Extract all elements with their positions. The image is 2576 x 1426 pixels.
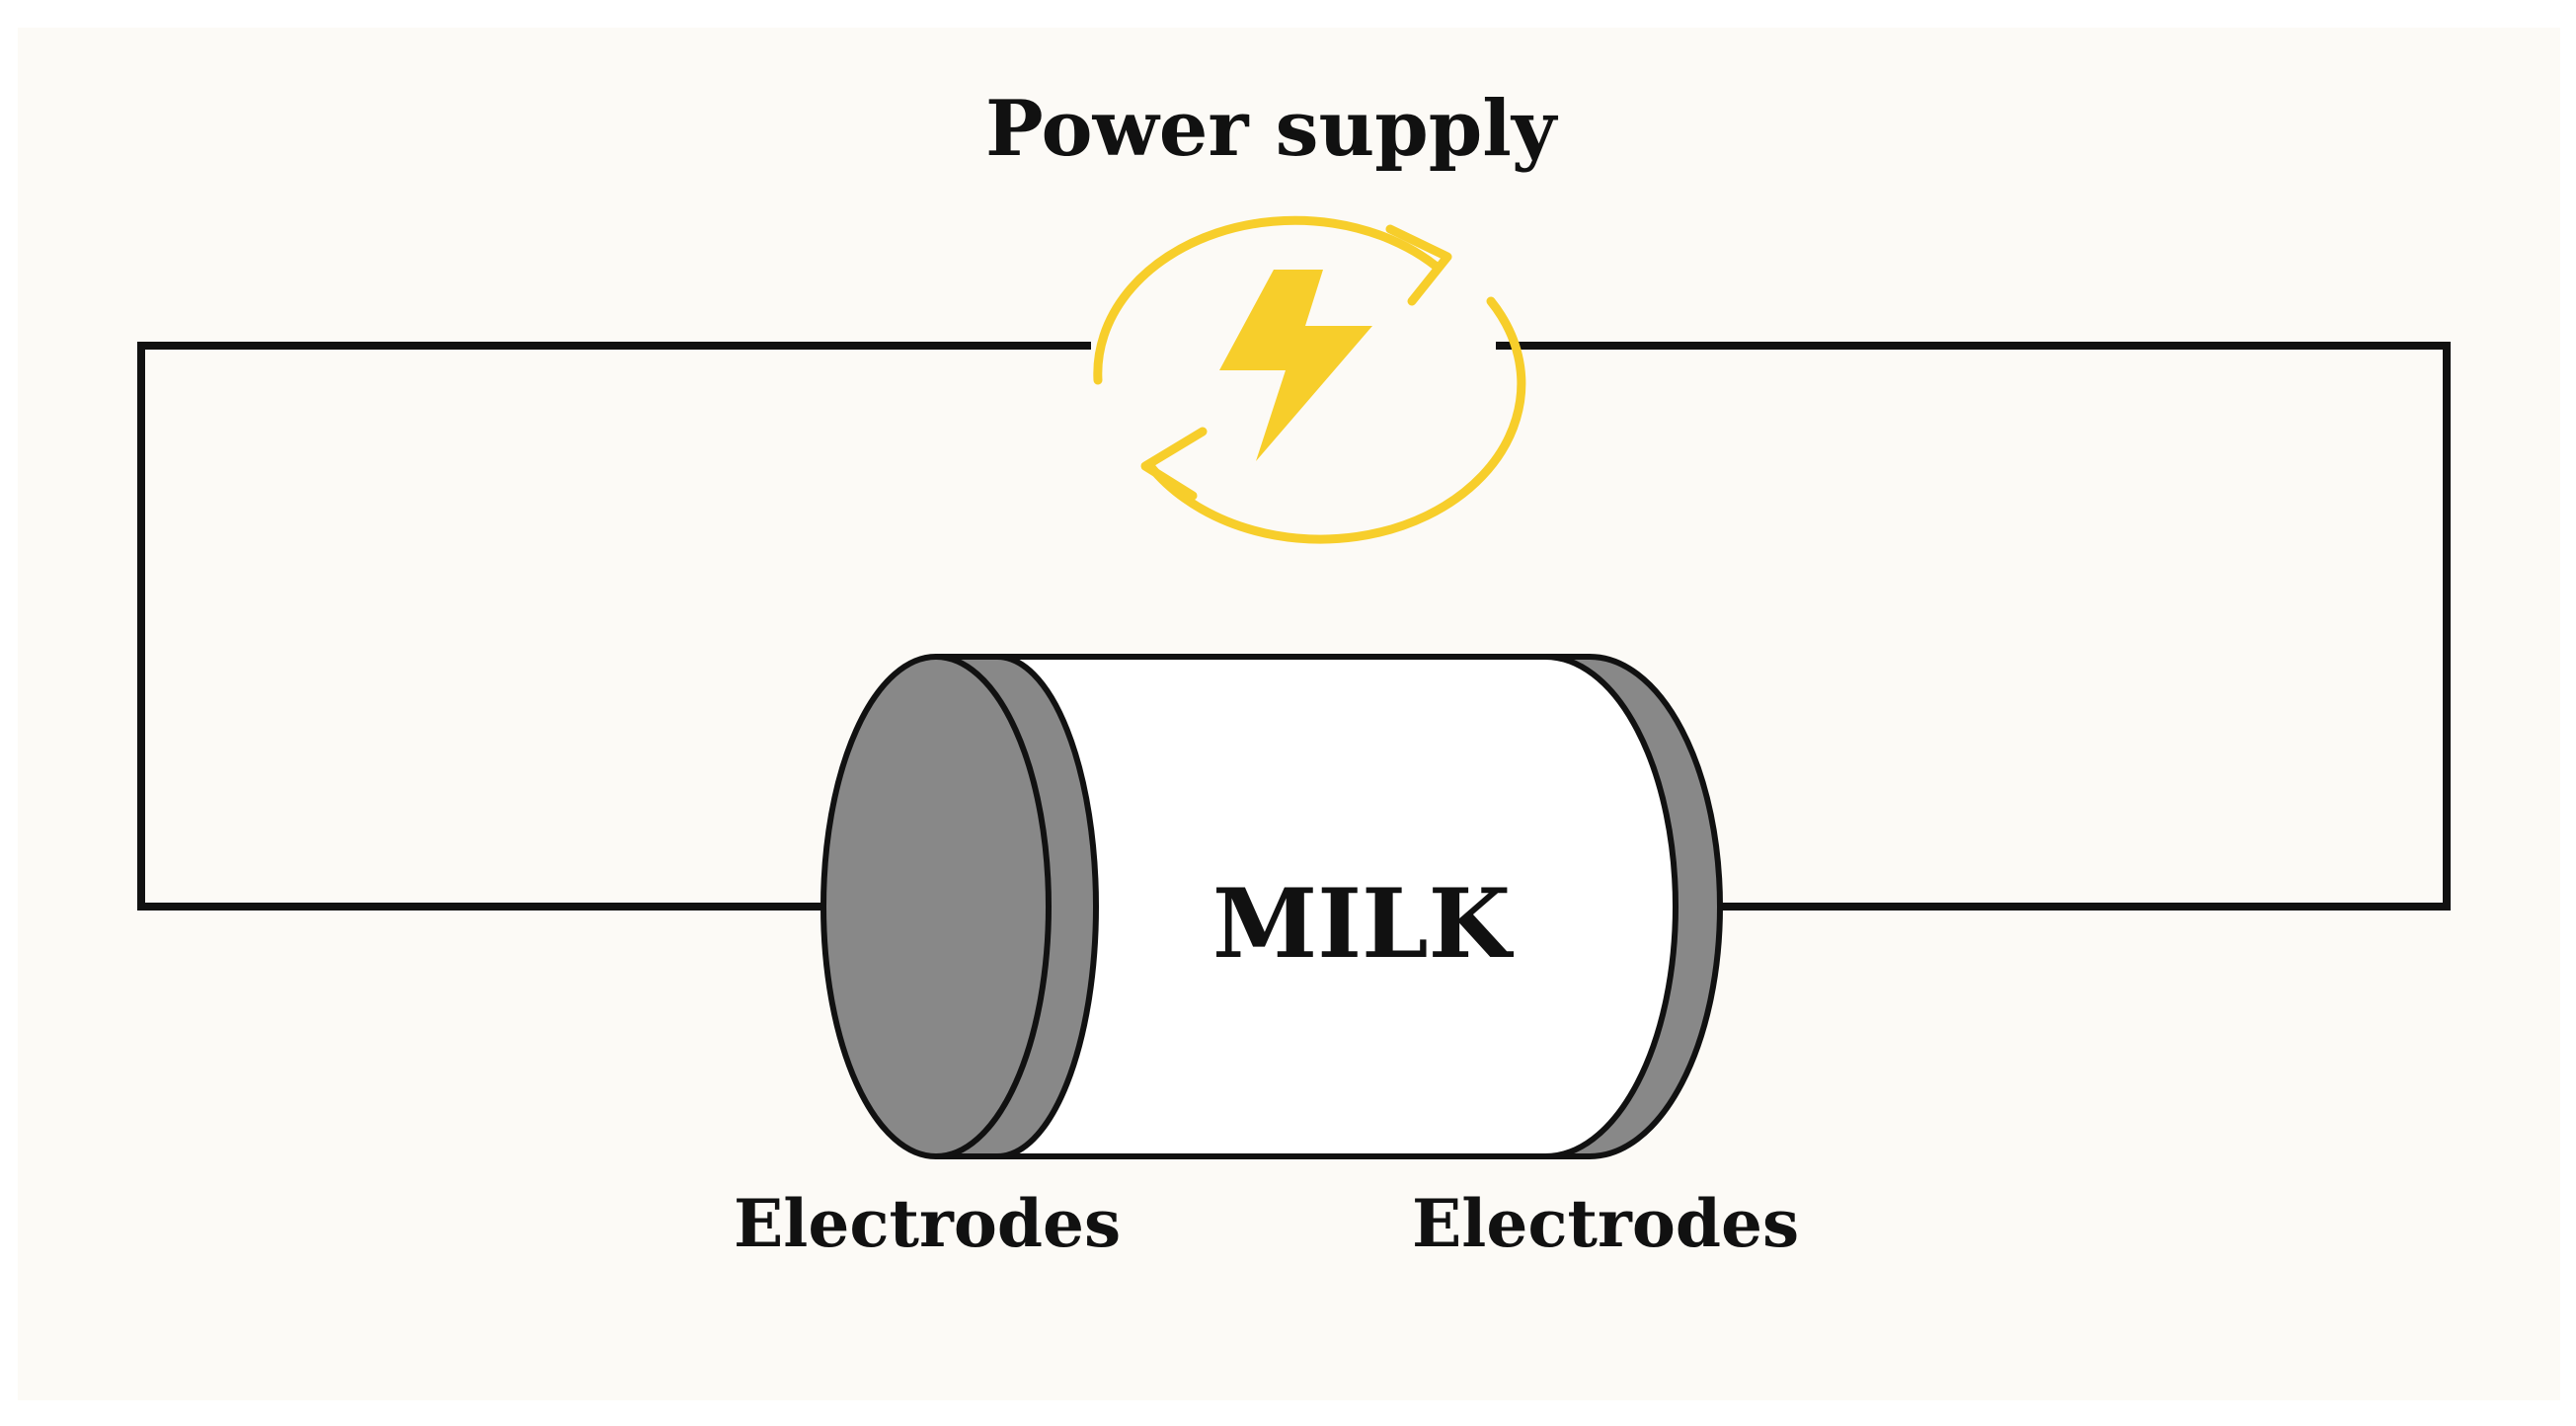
right-electrodes-label: Electrodes — [1412, 1185, 1800, 1262]
milk-vessel — [820, 654, 1723, 1159]
cycle-arc-top-icon — [1093, 215, 1442, 385]
lightning-bolt-icon — [1219, 270, 1372, 461]
left-electrode-face — [820, 654, 1052, 1159]
arrowhead-top-icon — [1385, 224, 1452, 306]
power-supply-label: Power supply — [985, 84, 1557, 174]
vessel-body — [994, 654, 1678, 1159]
milk-label: MILK — [1212, 868, 1512, 980]
arrowhead-bottom-icon — [1140, 427, 1208, 501]
cycle-arc-bottom-icon — [1145, 296, 1526, 544]
power-supply-icon — [1093, 215, 1526, 544]
left-electrodes-label: Electrodes — [734, 1185, 1122, 1262]
circuit-wire — [137, 342, 2451, 911]
